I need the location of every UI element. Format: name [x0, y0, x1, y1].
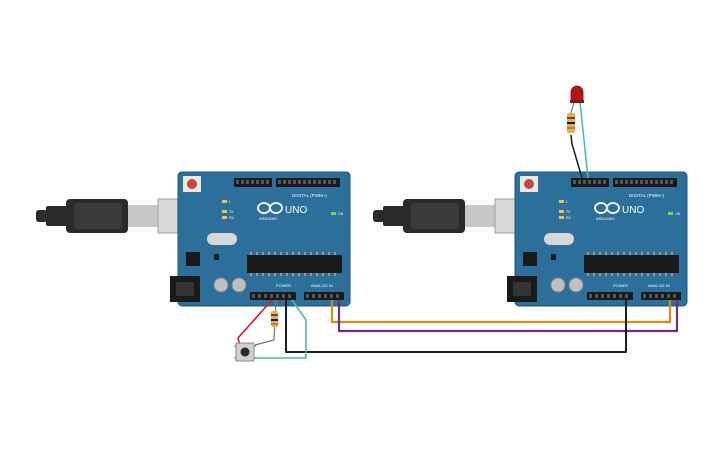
wire-purple[interactable] — [337, 300, 679, 333]
wire-black-gnd[interactable] — [285, 300, 627, 353]
l-label: L — [566, 200, 568, 204]
pushbutton[interactable] — [234, 342, 256, 362]
led-circuit[interactable] — [567, 85, 589, 179]
analog-label: ANALOG IN — [311, 283, 333, 288]
on-label: ON — [338, 212, 344, 216]
usb-cable-left[interactable] — [36, 198, 203, 234]
rx-label: RX — [566, 216, 572, 220]
arduino-board-left[interactable]: DIGITAL (PWM~) L TX RX ON ARDUINO UNO — [170, 171, 351, 307]
digital-label: DIGITAL (PWM~) — [629, 193, 664, 198]
wire-red-5v[interactable] — [237, 299, 273, 347]
wire-orange[interactable] — [330, 300, 672, 324]
microcontroller-chip — [247, 255, 342, 273]
arduino-board-right[interactable]: DIGITAL (PWM~) L TX RX ON ARDUINO UNO — [507, 171, 688, 307]
model-label: UNO — [622, 205, 644, 216]
arduino-logo: ARDUINO UNO — [257, 202, 307, 221]
wire-teal-led — [579, 101, 589, 179]
red-led[interactable] — [570, 85, 584, 103]
wire-black-led — [570, 134, 583, 179]
on-label: ON — [675, 212, 681, 216]
button-pulldown-resistor[interactable] — [254, 299, 279, 346]
led-resistor[interactable] — [567, 113, 575, 133]
l-label: L — [229, 200, 231, 204]
model-label: UNO — [285, 205, 307, 216]
analog-label: ANALOG IN — [648, 283, 670, 288]
digital-label: DIGITAL (PWM~) — [292, 193, 327, 198]
power-label: POWER — [613, 283, 628, 288]
usb-cable-right[interactable] — [373, 198, 540, 234]
arduino-logo: ARDUINO UNO — [594, 202, 644, 221]
power-label: POWER — [276, 283, 291, 288]
brand-label: ARDUINO — [259, 216, 277, 221]
rx-label: RX — [229, 216, 235, 220]
tx-label: TX — [566, 210, 571, 214]
microcontroller-chip — [584, 255, 679, 273]
tx-label: TX — [229, 210, 234, 214]
brand-label: ARDUINO — [596, 216, 614, 221]
wire-teal-button[interactable] — [253, 299, 307, 359]
